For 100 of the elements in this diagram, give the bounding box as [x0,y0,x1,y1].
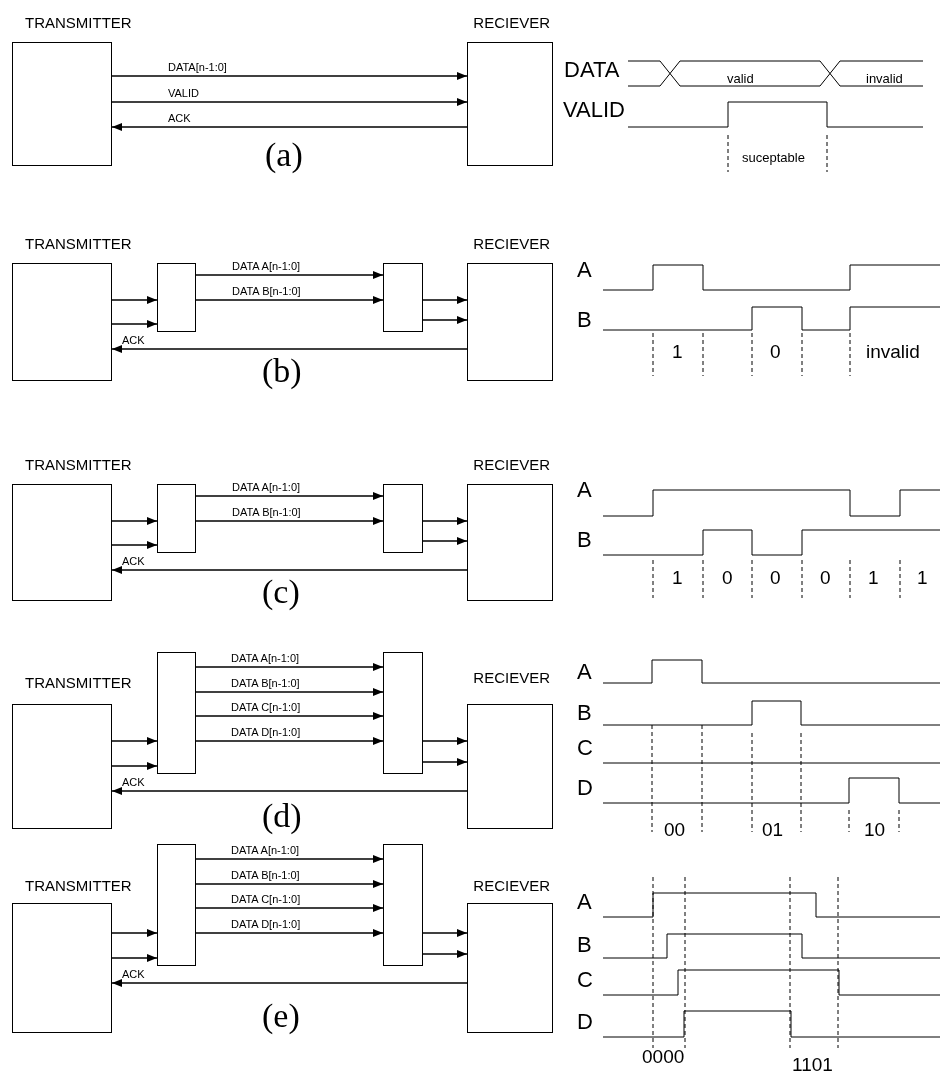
bit-value: 0 [770,567,781,589]
signal-arrow [422,296,468,304]
signal-arrow [111,929,158,937]
edge-label: DATA A[n-1:0] [231,652,300,665]
signal-arrow [111,123,468,131]
signal-arrow [195,688,384,696]
signal-arrow [422,737,468,745]
bit-value: 1 [672,341,683,363]
signal-arrow [195,737,384,745]
bit-value: 1 [917,567,928,589]
edge-label: DATA B[n-1:0] [232,506,301,519]
signal-arrow [195,929,384,937]
signal-name: VALID [563,98,625,122]
edge-label: DATA A[n-1:0] [232,481,301,494]
signal-arrow [111,737,158,745]
signal-arrow [111,954,158,962]
signal-arrow [111,72,468,80]
signal-name: D [577,776,593,800]
bus-state-label: valid [727,71,754,87]
signal-arrow [111,98,468,106]
edge-label: ACK [122,334,145,347]
signal-name: C [577,736,593,760]
edge-label: DATA D[n-1:0] [231,726,301,739]
block-heading: RECIEVER [473,669,550,687]
block-heading: TRANSMITTER [25,14,132,32]
signal-arrow [422,929,468,937]
block-heading: TRANSMITTER [25,456,132,474]
edge-label: DATA B[n-1:0] [231,677,300,690]
bus-state-label: invalid [866,71,903,87]
edge-label: DATA A[n-1:0] [231,844,300,857]
signal-arrow [195,663,384,671]
signal-arrow [111,762,158,770]
block-heading: RECIEVER [473,877,550,895]
signal-arrow [422,950,468,958]
panel-caption: (b) [262,352,302,390]
signal-name: D [577,1010,593,1034]
bit-value: 0 [722,567,733,589]
bit-value: 0000 [642,1046,685,1068]
edge-label: ACK [122,776,145,789]
edge-label: ACK [122,968,145,981]
edge-label: ACK [122,555,145,568]
signal-name: DATA [564,58,620,82]
signal-arrow [111,320,158,328]
bit-value: 1 [672,567,683,589]
bit-value: invalid [866,341,920,363]
edge-label: ACK [168,112,191,125]
signal-arrow [111,541,158,549]
signal-name: A [577,890,592,914]
signal-arrow [195,517,384,525]
edge-label: DATA B[n-1:0] [231,869,300,882]
signal-arrow [111,566,468,574]
block-heading: RECIEVER [473,235,550,253]
signal-arrow [422,758,468,766]
signal-name: B [577,701,592,725]
edge-label: DATA C[n-1:0] [231,893,301,906]
signal-name: A [577,660,592,684]
signal-arrow [195,712,384,720]
panel-caption: (e) [262,997,300,1035]
signal-arrow [195,855,384,863]
block-heading: RECIEVER [473,14,550,32]
signal-arrow [111,345,468,353]
panel-caption: (a) [265,136,303,174]
signal-arrow [111,517,158,525]
bit-value: 1101 [792,1054,833,1076]
signal-name: B [577,528,592,552]
edge-label: DATA C[n-1:0] [231,701,301,714]
signal-name: B [577,308,592,332]
signal-arrow [195,296,384,304]
signal-name: B [577,933,592,957]
edge-label: VALID [168,87,199,100]
panel-caption: (d) [262,797,302,835]
signal-name: C [577,968,593,992]
block-heading: RECIEVER [473,456,550,474]
edge-label: DATA A[n-1:0] [232,260,301,273]
bit-value: 1 [868,567,879,589]
signal-arrow [111,979,468,987]
edge-label: DATA[n-1:0] [168,61,227,74]
signal-arrow [422,517,468,525]
signal-arrow [195,904,384,912]
block-heading: TRANSMITTER [25,235,132,253]
signal-name: A [577,478,592,502]
signal-arrow [422,537,468,545]
signal-arrow [195,492,384,500]
block-heading: TRANSMITTER [25,877,132,895]
block-heading: TRANSMITTER [25,674,132,692]
signal-arrow [195,271,384,279]
bit-value: 0 [770,341,781,363]
signal-name: A [577,258,592,282]
bus-state-label: suceptable [742,150,805,166]
signal-arrow [111,787,468,795]
signal-arrow [195,880,384,888]
signal-arrow [422,316,468,324]
bit-value: 01 [762,819,784,841]
panel-caption: (c) [262,573,300,611]
bit-value: 0 [820,567,831,589]
bit-value: 10 [864,819,886,841]
bit-value: 00 [664,819,686,841]
edge-label: DATA D[n-1:0] [231,918,301,931]
signal-arrow [111,296,158,304]
edge-label: DATA B[n-1:0] [232,285,301,298]
